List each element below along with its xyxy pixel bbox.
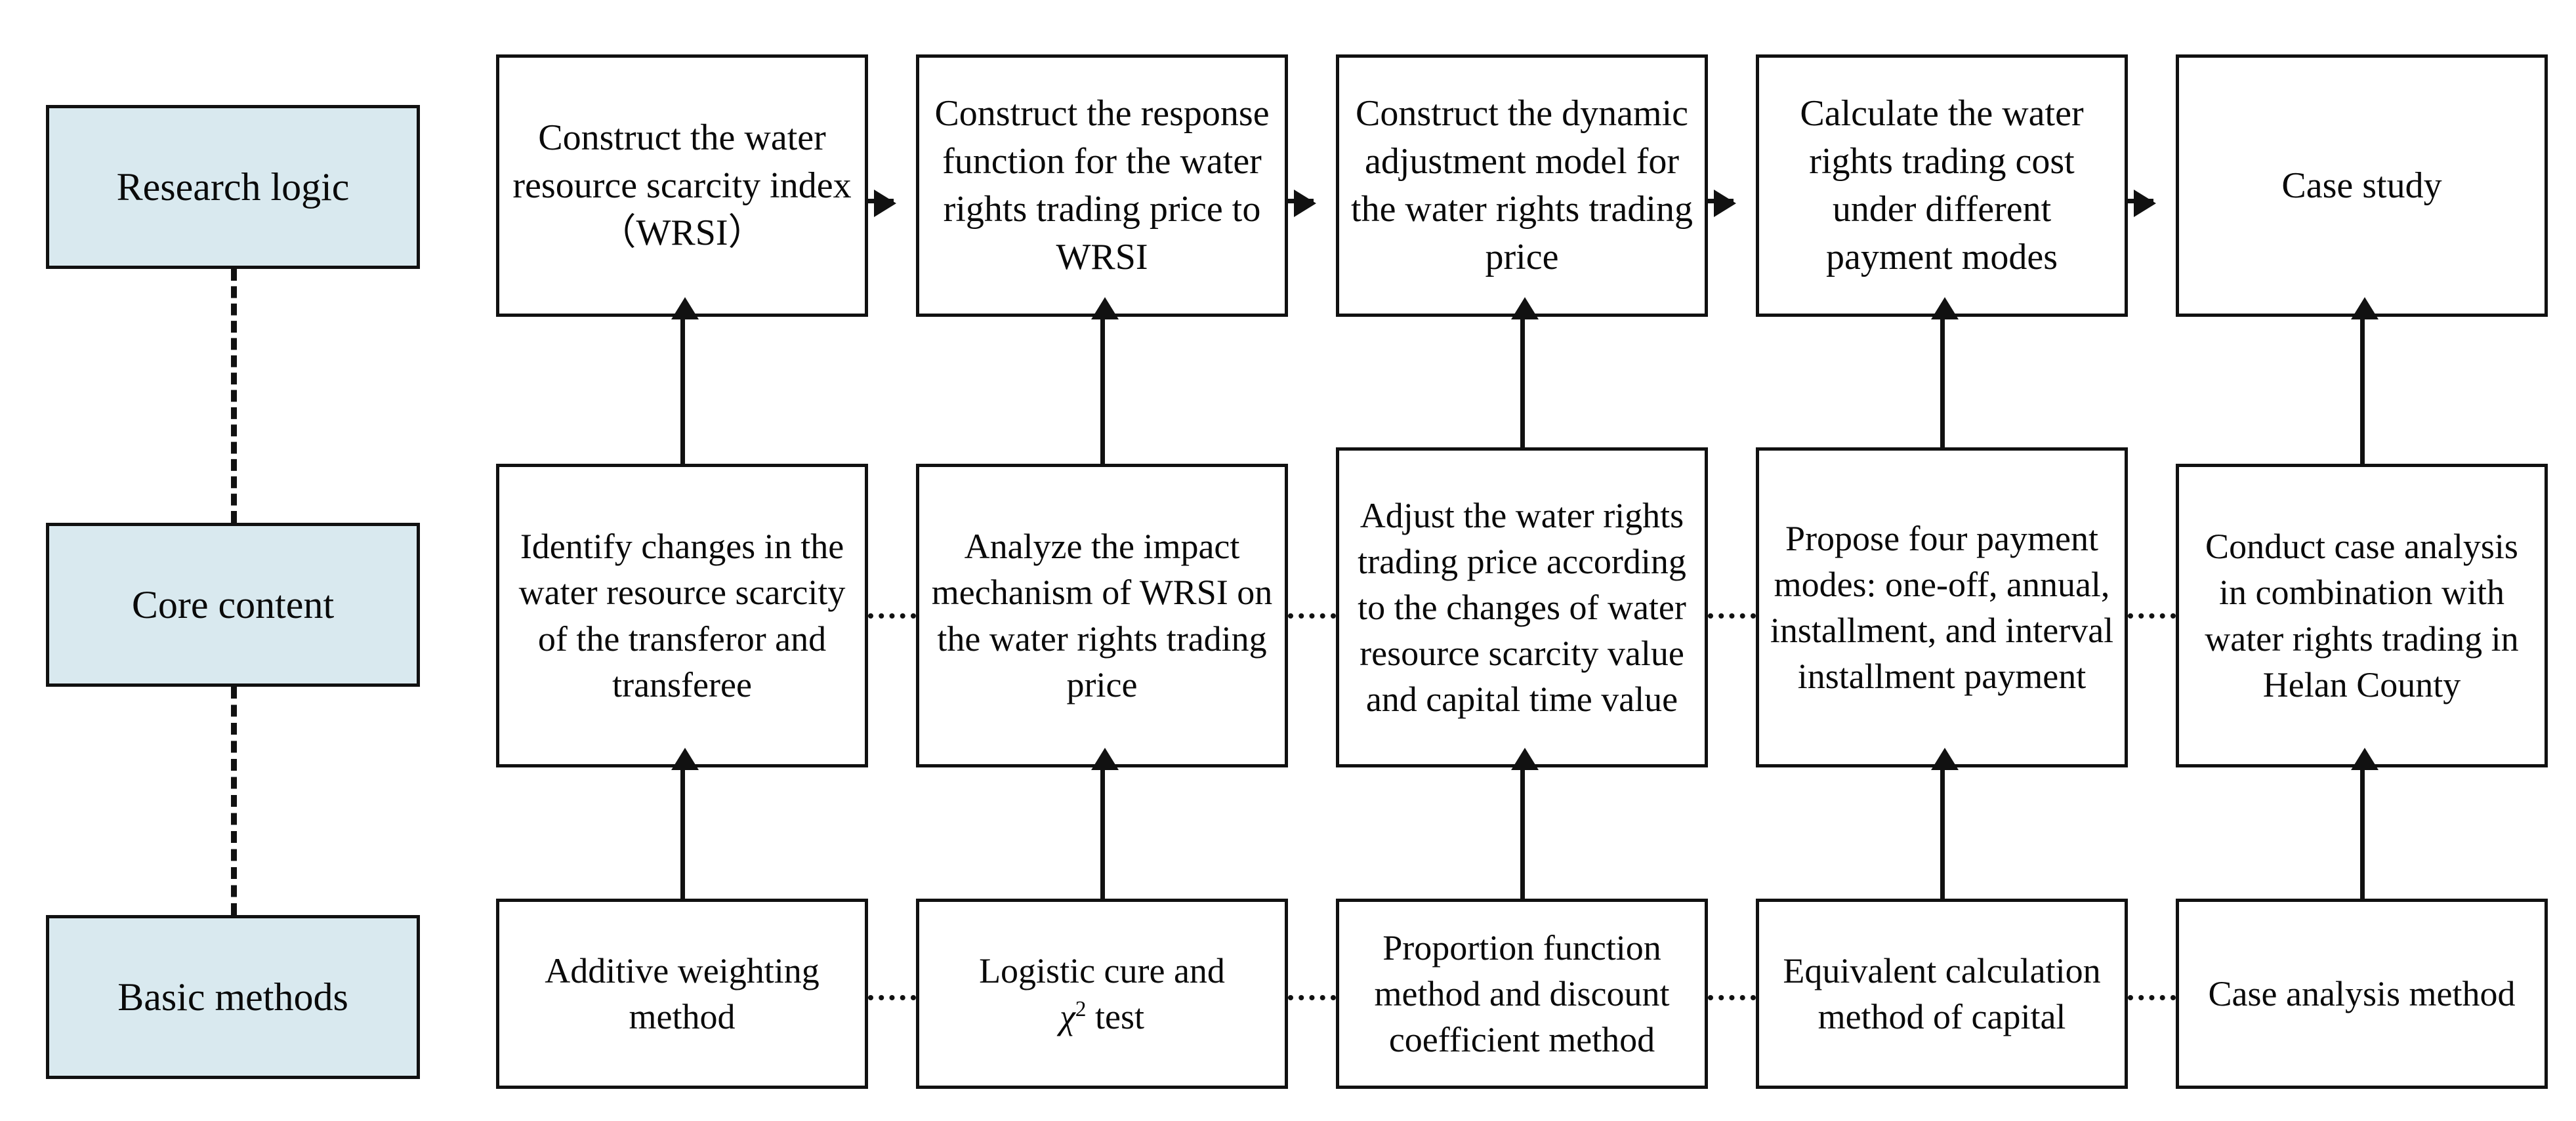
dotted-connector-core-content-1-to-2 bbox=[868, 613, 916, 619]
research-logic-box-3[interactable]: Construct the dynamic adjustment model f… bbox=[1336, 54, 1708, 317]
arrow-research-logic-3-to-4 bbox=[1708, 190, 1736, 217]
research-logic-box-4-label: Calculate the water rights trading cost … bbox=[1800, 93, 2084, 277]
research-logic-box-4[interactable]: Calculate the water rights trading cost … bbox=[1756, 54, 2128, 317]
arrow-research-logic-1-to-2 bbox=[868, 190, 896, 217]
arrow-core-content-5-to-research-logic-5 bbox=[2351, 297, 2379, 464]
chi-glyph: χ bbox=[1060, 997, 1075, 1036]
basic-methods-box-2-label: Logistic cure and χ2 test bbox=[970, 948, 1234, 1040]
core-content-box-2-label: Analyze the impact mechanism of WRSI on … bbox=[931, 527, 1273, 704]
arrow-core-content-1-to-research-logic-1 bbox=[671, 297, 699, 464]
arrow-basic-methods-4-to-core-content-4 bbox=[1931, 748, 1959, 899]
core-content-box-1[interactable]: Identify changes in the water resource s… bbox=[496, 464, 868, 767]
dotted-connector-core-content-2-to-3 bbox=[1288, 613, 1336, 619]
basic-methods-box-4[interactable]: Equivalent calculation method of capital bbox=[1756, 899, 2128, 1089]
arrow-basic-methods-1-to-core-content-1 bbox=[671, 748, 699, 899]
basic-methods-box-5-label: Case analysis method bbox=[2208, 973, 2516, 1013]
research-logic-box-5[interactable]: Case study bbox=[2176, 54, 2548, 317]
dotted-connector-core-content-4-to-5 bbox=[2128, 613, 2176, 619]
dotted-connector-basic-methods-2-to-3 bbox=[1288, 995, 1336, 1000]
basic-methods-box-5[interactable]: Case analysis method bbox=[2176, 899, 2548, 1089]
category-label-core-content: Core content bbox=[131, 583, 335, 626]
research-logic-box-5-label: Case study bbox=[2281, 165, 2442, 206]
dotted-connector-core-content-3-to-4 bbox=[1708, 613, 1756, 619]
core-content-box-1-label: Identify changes in the water resource s… bbox=[518, 527, 846, 704]
core-content-box-5-label: Conduct case analysis in combination wit… bbox=[2205, 527, 2519, 704]
research-logic-box-3-label: Construct the dynamic adjustment model f… bbox=[1351, 93, 1693, 277]
core-content-box-4[interactable]: Propose four payment modes: one-off, ann… bbox=[1756, 447, 2128, 767]
chi-square-symbol: χ2 bbox=[1060, 997, 1087, 1036]
arrow-research-logic-2-to-3 bbox=[1288, 190, 1316, 217]
arrow-basic-methods-3-to-core-content-3 bbox=[1511, 748, 1539, 899]
core-content-box-4-label: Propose four payment modes: one-off, ann… bbox=[1770, 518, 2114, 697]
research-logic-box-2-label: Construct the response function for the … bbox=[934, 93, 1270, 277]
dotted-connector-basic-methods-1-to-2 bbox=[868, 995, 916, 1000]
sidebar-dashed-connector-bottom bbox=[231, 687, 237, 915]
basic-methods-box-2-suffix: test bbox=[1086, 997, 1144, 1036]
core-content-box-5[interactable]: Conduct case analysis in combination wit… bbox=[2176, 464, 2548, 767]
basic-methods-box-2-prefix: Logistic cure and bbox=[979, 950, 1225, 990]
chi-exponent: 2 bbox=[1075, 997, 1087, 1021]
category-box-core-content[interactable]: Core content bbox=[46, 523, 420, 687]
dotted-connector-basic-methods-3-to-4 bbox=[1708, 995, 1756, 1000]
core-content-box-3[interactable]: Adjust the water rights trading price ac… bbox=[1336, 447, 1708, 767]
arrow-core-content-3-to-research-logic-3 bbox=[1511, 297, 1539, 447]
research-logic-box-1[interactable]: Construct the water resource scarcity in… bbox=[496, 54, 868, 317]
sidebar-dashed-connector-top bbox=[231, 269, 237, 523]
research-logic-box-2[interactable]: Construct the response function for the … bbox=[916, 54, 1288, 317]
basic-methods-box-3-label: Proportion function method and discount … bbox=[1374, 927, 1670, 1060]
category-label-research-logic: Research logic bbox=[116, 165, 350, 209]
dotted-connector-basic-methods-4-to-5 bbox=[2128, 995, 2176, 1000]
arrow-core-content-2-to-research-logic-2 bbox=[1091, 297, 1119, 464]
arrow-basic-methods-2-to-core-content-2 bbox=[1091, 748, 1119, 899]
category-box-basic-methods[interactable]: Basic methods bbox=[46, 915, 420, 1079]
category-label-basic-methods: Basic methods bbox=[117, 975, 348, 1019]
basic-methods-box-1[interactable]: Additive weighting method bbox=[496, 899, 868, 1089]
category-box-research-logic[interactable]: Research logic bbox=[46, 105, 420, 269]
core-content-box-2[interactable]: Analyze the impact mechanism of WRSI on … bbox=[916, 464, 1288, 767]
research-logic-box-1-label: Construct the water resource scarcity in… bbox=[512, 117, 852, 254]
basic-methods-box-3[interactable]: Proportion function method and discount … bbox=[1336, 899, 1708, 1089]
arrow-basic-methods-5-to-core-content-5 bbox=[2351, 748, 2379, 899]
core-content-box-3-label: Adjust the water rights trading price ac… bbox=[1358, 495, 1686, 720]
basic-methods-box-2[interactable]: Logistic cure and χ2 test bbox=[916, 899, 1288, 1089]
arrow-research-logic-4-to-5 bbox=[2128, 190, 2156, 217]
arrow-core-content-4-to-research-logic-4 bbox=[1931, 297, 1959, 447]
basic-methods-box-1-label: Additive weighting method bbox=[545, 950, 820, 1036]
basic-methods-box-4-label: Equivalent calculation method of capital bbox=[1783, 950, 2101, 1036]
